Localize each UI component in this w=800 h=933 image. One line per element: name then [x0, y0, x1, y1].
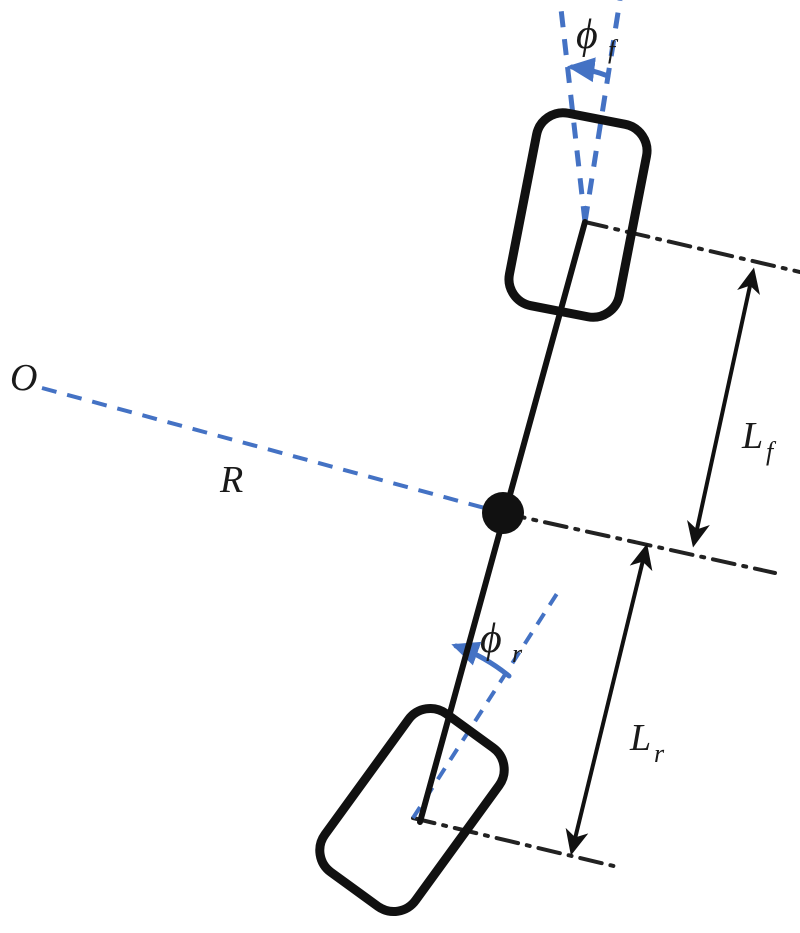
rear-axle-dashdot-axis — [411, 816, 624, 870]
label-front-steer-angle: ϕ f — [576, 12, 619, 64]
front-wheel — [504, 108, 652, 322]
label-rear-steer-angle-subscript: r — [512, 639, 523, 668]
center-dashdot-axis — [501, 511, 777, 575]
phi-r-angle-arc — [451, 641, 512, 679]
rear-wheel-outline — [315, 704, 509, 916]
lr-dimension-arrow — [565, 543, 653, 856]
label-turning-radius: R — [219, 459, 243, 501]
labels-group: O R ϕ f ϕ r L f L r — [10, 12, 777, 768]
rear-wheel — [315, 704, 509, 916]
front-heading-axis — [582, 0, 623, 223]
dashdot-axes-group — [411, 220, 800, 870]
label-center-of-rotation: O — [10, 357, 37, 399]
rear-steer-reference-group — [411, 590, 560, 820]
label-front-steer-angle-subscript: f — [608, 35, 619, 64]
front-axle-dashdot-axis — [583, 220, 800, 274]
label-front-steer-angle-symbol: ϕ — [576, 12, 598, 58]
lf-dimension-arrow — [687, 267, 760, 548]
turning-radius-line — [41, 386, 504, 515]
label-front-distance-subscript: f — [766, 437, 777, 466]
label-rear-steer-angle: ϕ r — [480, 616, 523, 668]
label-front-distance: L f — [741, 415, 777, 466]
front-reference-axis — [557, 0, 588, 223]
turning-radius-group — [41, 386, 504, 515]
dimension-arrows-group — [565, 267, 760, 856]
label-rear-steer-angle-symbol: ϕ — [480, 616, 502, 662]
label-front-distance-symbol: L — [741, 415, 763, 457]
label-rear-distance-subscript: r — [654, 739, 665, 768]
label-rear-distance: L r — [629, 717, 665, 768]
front-steer-reference-group — [557, 0, 623, 223]
label-rear-distance-symbol: L — [629, 717, 651, 759]
phi-f-angle-arc — [567, 57, 611, 83]
front-wheel-outline — [504, 108, 652, 322]
center-of-mass-marker — [482, 492, 524, 534]
